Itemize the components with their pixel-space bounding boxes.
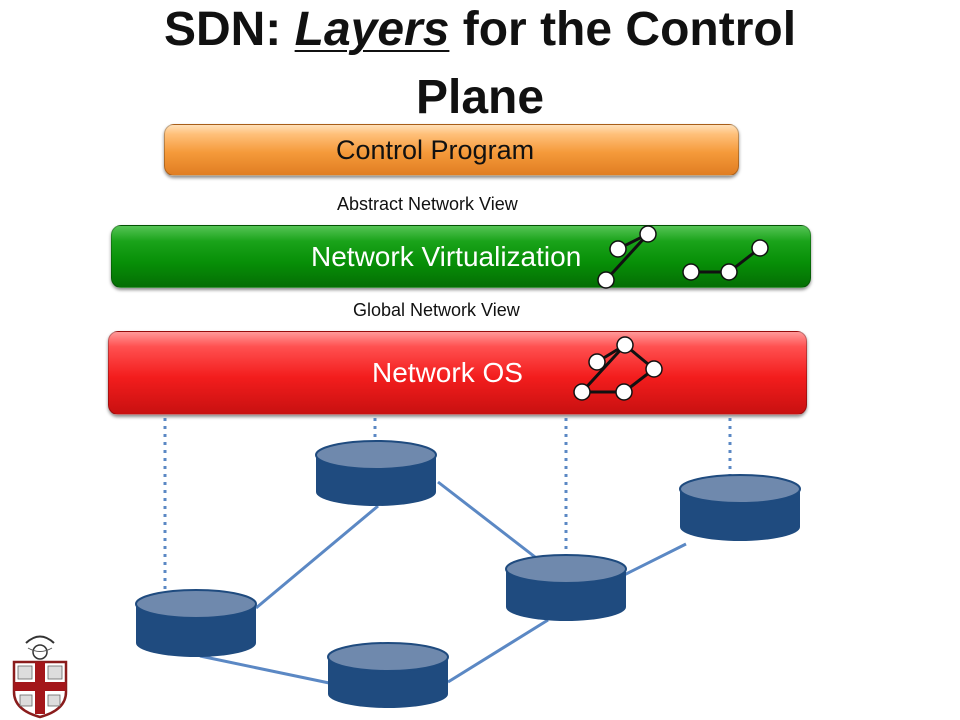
network-os-layer: Network OS	[108, 331, 807, 415]
switch-icon	[505, 554, 627, 621]
link-line	[437, 480, 549, 569]
global-graph-icon	[573, 336, 663, 401]
network-os-label: Network OS	[372, 357, 523, 388]
shield-crest-logo	[12, 635, 68, 719]
abstract-network-view-label: Abstract Network View	[337, 194, 518, 214]
control-program-label: Control Program	[336, 134, 535, 165]
link-line	[255, 504, 379, 610]
control-connections	[163, 418, 732, 600]
physical-links	[199, 480, 687, 686]
title-suffix: for the Control	[449, 3, 797, 56]
abstract-graph-icon	[597, 225, 769, 289]
switch-icon	[315, 440, 437, 506]
switch-icon	[679, 474, 801, 541]
global-network-view-label: Global Network View	[353, 300, 520, 320]
title-emphasis: Layers	[294, 3, 450, 56]
page-title: SDN: Layers for the Control	[90, 6, 870, 54]
link-line	[447, 618, 549, 684]
link-line	[621, 542, 687, 578]
switch-icon	[135, 589, 257, 657]
switch-icon	[327, 642, 449, 708]
network-virtualization-label: Network Virtualization	[311, 240, 582, 272]
control-program-layer: Control Program	[164, 124, 739, 176]
link-line	[199, 654, 335, 686]
title-prefix: SDN:	[163, 3, 295, 56]
page-title-line2: Plane	[415, 71, 545, 124]
